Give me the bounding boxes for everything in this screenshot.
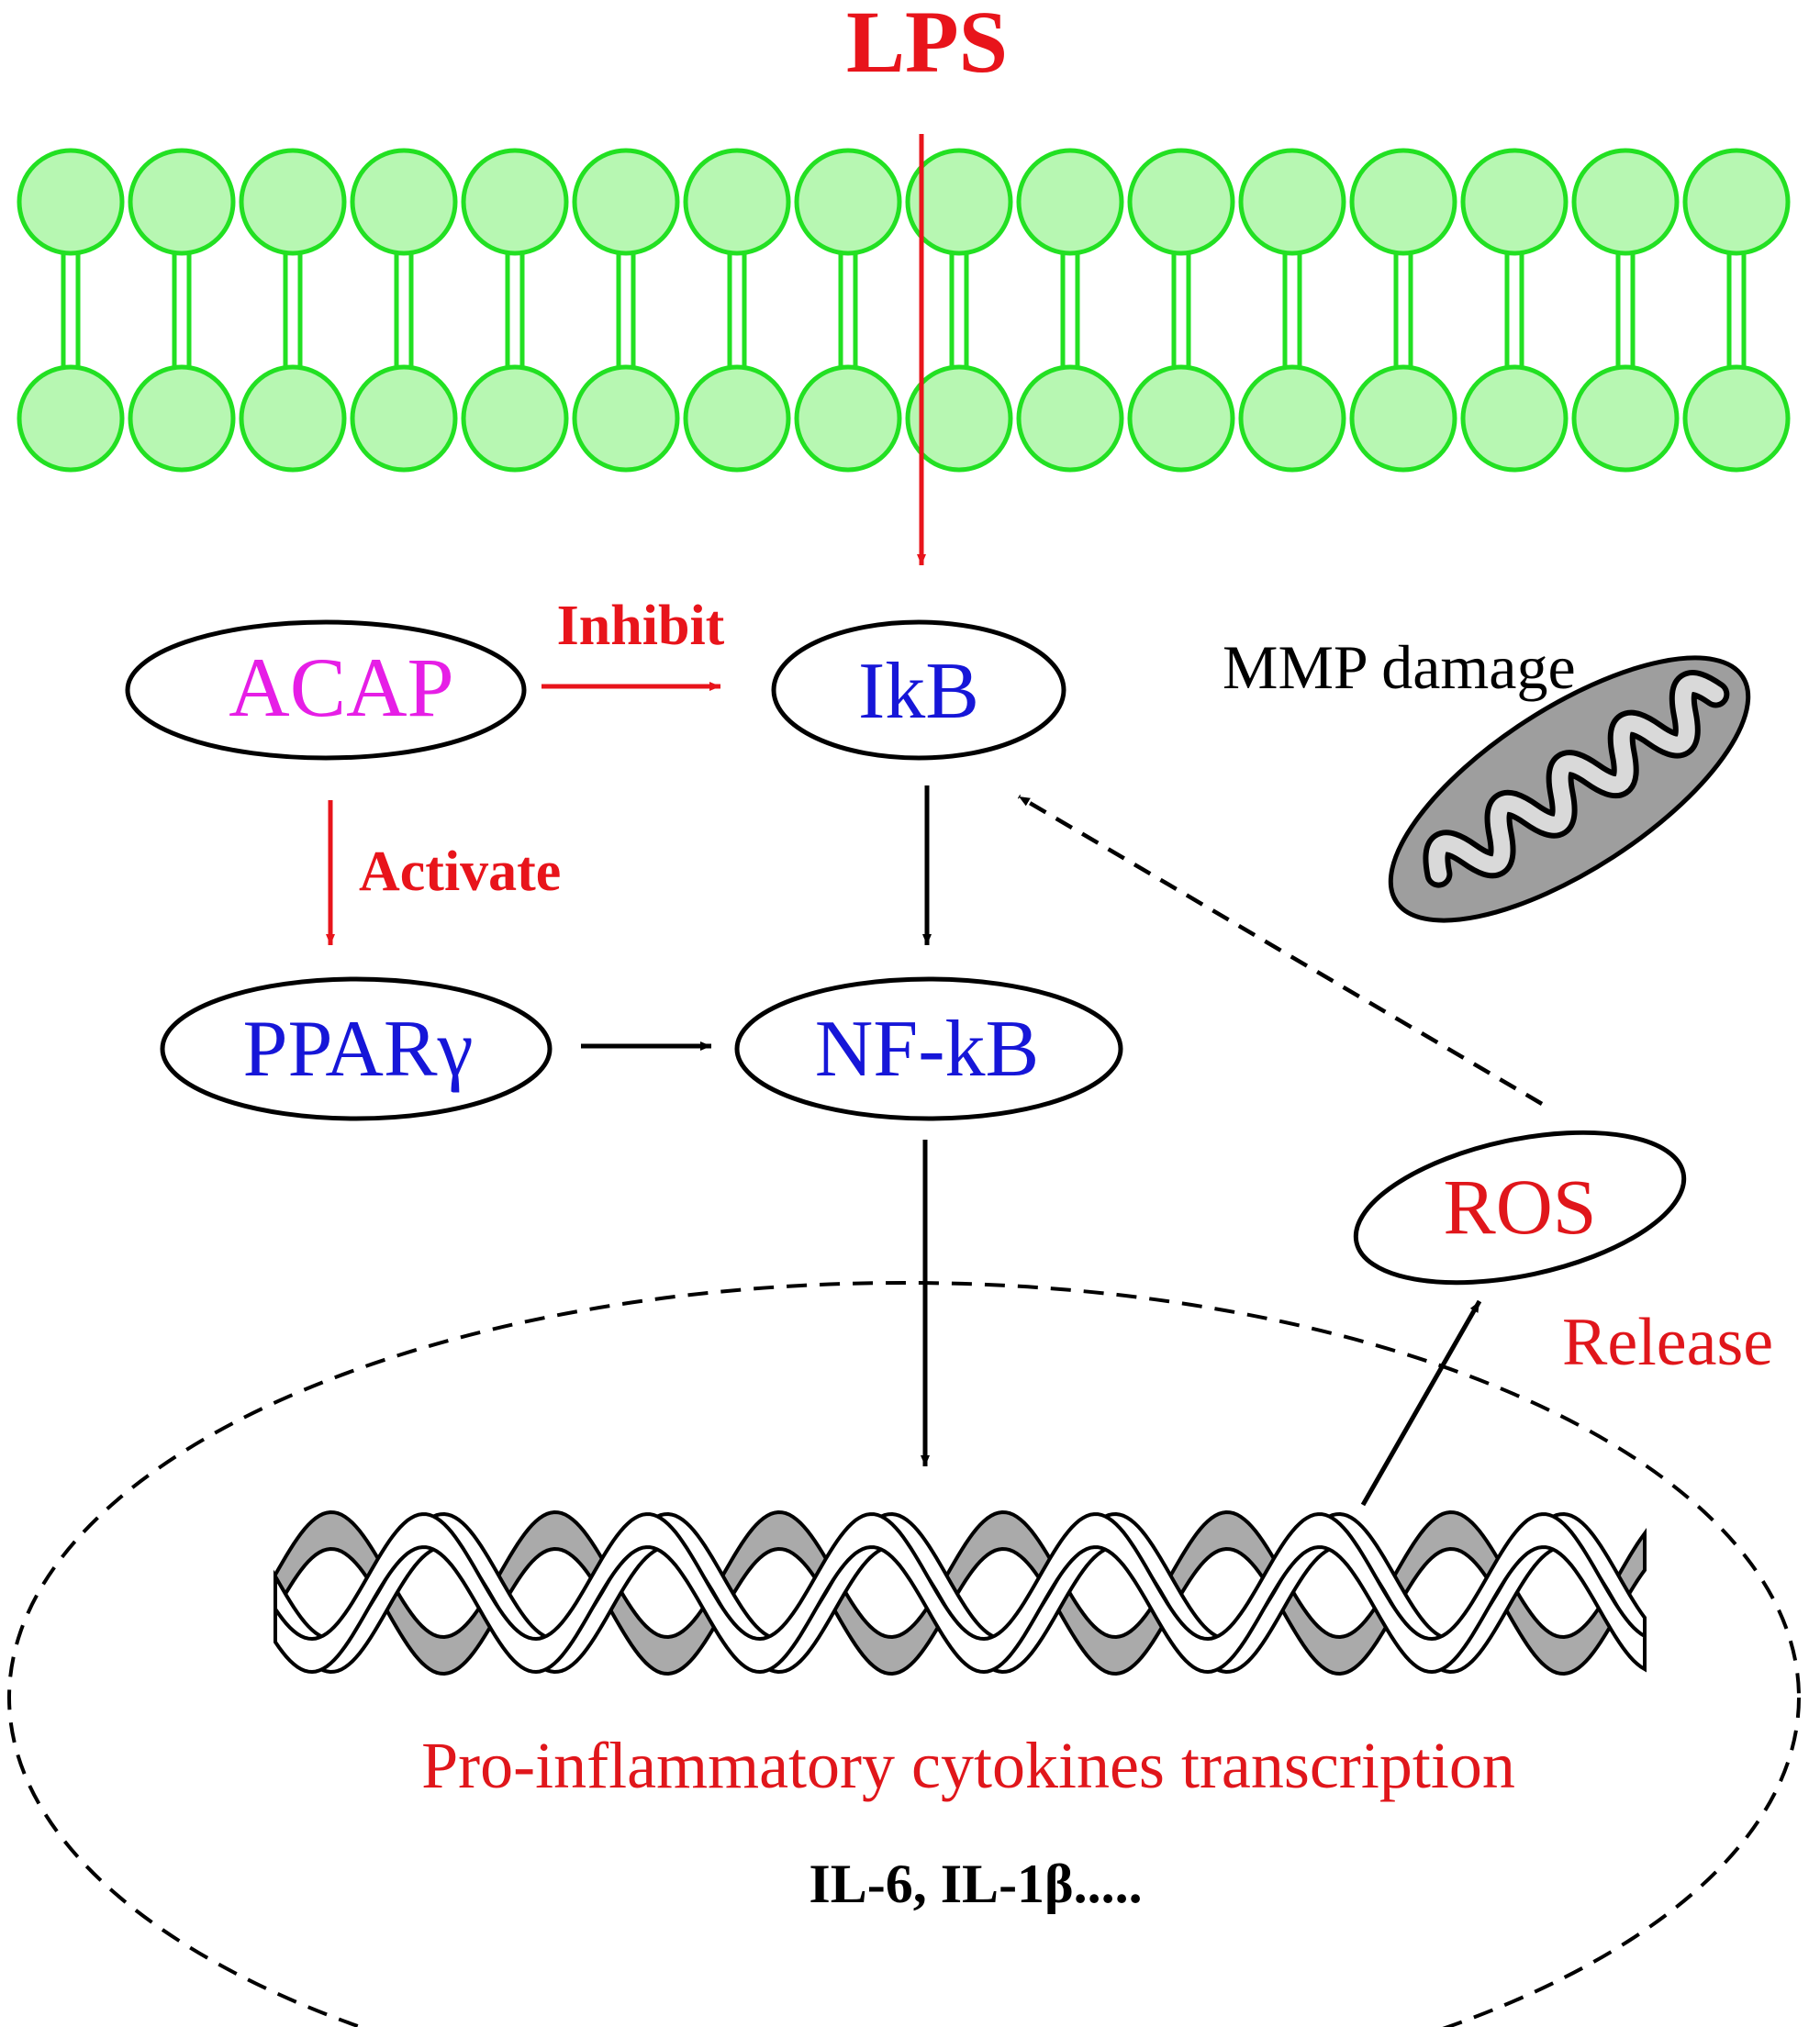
transcription-label: Pro-inflammatory cytokines transcription (421, 1729, 1515, 1802)
lipid-head (1238, 364, 1346, 473)
mmp-damage-label: MMP damage (1223, 632, 1576, 702)
inhibit-label: Inhibit (557, 595, 725, 657)
lipid-head (1571, 148, 1680, 256)
lipid-head (17, 364, 125, 473)
lipid-head (1682, 148, 1791, 256)
lipid-head (128, 148, 236, 256)
lipid-head (461, 364, 569, 473)
lipid-head (1349, 148, 1457, 256)
lipid-head (1460, 148, 1569, 256)
lipid-head (1682, 364, 1791, 473)
release-arrow (1360, 1299, 1482, 1507)
lipid-head (683, 148, 791, 256)
lipid-head (572, 148, 680, 256)
lipid-head (17, 148, 125, 256)
release-label: Release (1562, 1305, 1773, 1380)
cytokines-label: IL-6, IL-1β..... (809, 1854, 1142, 1914)
lipid-head (1238, 148, 1346, 256)
acap-node (125, 619, 527, 761)
lipid-head (1127, 148, 1235, 256)
lipid-head (1127, 364, 1235, 473)
lipid-head (1016, 148, 1124, 256)
ros-to-ikb-dashed-arrow (1017, 795, 1544, 1106)
lps-label: LPS (846, 0, 1008, 91)
ikb-node (771, 619, 1066, 761)
pparg-label: PPARγ (243, 1005, 474, 1094)
lipid-head (683, 364, 791, 473)
activate-label: Activate (359, 841, 561, 903)
lipid-bilayer-icon (17, 148, 1791, 473)
lipid-head (350, 364, 458, 473)
nfkb-node (734, 976, 1123, 1121)
nucleus-boundary (7, 1281, 1801, 2027)
lipid-head (794, 148, 902, 256)
acap-label: ACAP (229, 640, 453, 734)
lipid-head (1349, 364, 1457, 473)
lipid-head (461, 148, 569, 256)
lipid-head (905, 364, 1013, 473)
lipid-head (905, 148, 1013, 256)
lipid-head (239, 148, 347, 256)
lipid-head (572, 364, 680, 473)
mitochondrion-icon (1388, 655, 1751, 923)
ros-node (1353, 1130, 1687, 1286)
lipid-head (1460, 364, 1569, 473)
lipid-head (239, 364, 347, 473)
lipid-head (350, 148, 458, 256)
lipid-head (1571, 364, 1680, 473)
lipid-head (794, 364, 902, 473)
pparg-node (160, 976, 553, 1121)
dna-double-helix-icon (274, 1509, 1647, 1676)
ikb-label: IkB (858, 647, 979, 736)
dna-second-strand (274, 1512, 1647, 1675)
nfkb-label: NF-kB (815, 1005, 1040, 1094)
lipid-head (128, 364, 236, 473)
lipid-head (1016, 364, 1124, 473)
ros-label: ROS (1443, 1163, 1596, 1251)
